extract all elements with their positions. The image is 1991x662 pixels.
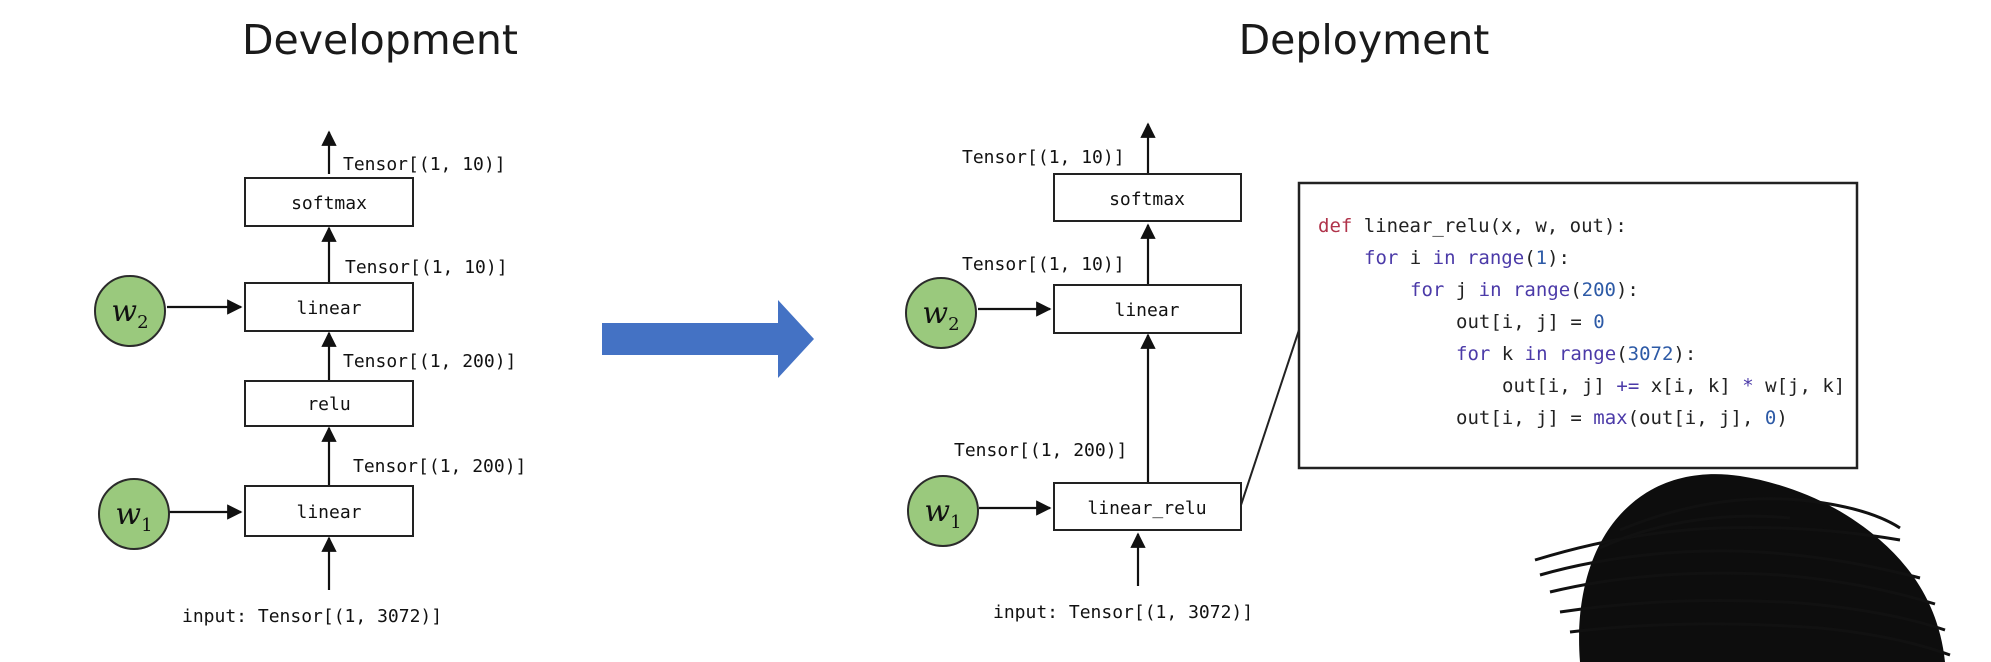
softmax-label: softmax [1109, 189, 1185, 210]
code-line-3: for j in range(200): [1410, 279, 1639, 301]
linear-label-bottom: linear [296, 502, 361, 523]
linear-node [1053, 284, 1242, 334]
input-label: input: Tensor[(1, 3072)] [993, 602, 1253, 623]
transform-arrow [602, 300, 814, 378]
w1-label: w1 [924, 494, 961, 533]
code-panel: def linear_relu(x, w, out): for i in ran… [1297, 181, 1859, 470]
w1-label: w1 [115, 497, 152, 536]
tensor-label-linear-in: Tensor[(1, 200)] [954, 440, 1127, 461]
linear-relu-label: linear_relu [1087, 498, 1206, 519]
w2-node [905, 277, 977, 349]
linear-label: linear [1114, 300, 1179, 321]
relu-node [244, 380, 414, 427]
development-graph: softmax linear relu linear w2 w1 Tensor[… [94, 130, 526, 627]
linear-relu-node [1053, 482, 1242, 531]
redacted-presenter-region [1534, 474, 1951, 662]
code-line-4: out[i, j] = 0 [1456, 311, 1605, 333]
tensor-label-softmax-in: Tensor[(1, 10)] [345, 257, 508, 278]
tensor-label-output: Tensor[(1, 10)] [343, 154, 506, 175]
tensor-label-output: Tensor[(1, 10)] [962, 147, 1125, 168]
linear-node-bottom [244, 485, 414, 537]
relu-label: relu [307, 394, 350, 415]
input-label: input: Tensor[(1, 3072)] [182, 606, 442, 627]
deployment-title: Deployment [1239, 16, 1490, 64]
softmax-node [1053, 173, 1242, 222]
deployment-graph: softmax linear linear_relu w2 w1 Tensor[… [905, 122, 1253, 623]
development-title: Development [242, 16, 518, 64]
code-line-5: for k in range(3072): [1456, 343, 1696, 365]
code-line-2: for i in range(1): [1364, 247, 1570, 269]
tensor-label-relu-in: Tensor[(1, 200)] [353, 456, 526, 477]
code-line-6: out[i, j] += x[i, k] * w[j, k] [1502, 375, 1845, 397]
linear-node-top [244, 282, 414, 332]
softmax-node [244, 177, 414, 227]
tensor-label-linear2-in: Tensor[(1, 200)] [343, 351, 516, 372]
softmax-label: softmax [291, 193, 367, 214]
code-box [1297, 181, 1859, 470]
code-connector-line [1240, 329, 1300, 506]
code-line-7: out[i, j] = max(out[i, j], 0) [1456, 407, 1788, 429]
w2-label: w2 [922, 296, 959, 335]
w1-node [98, 478, 170, 550]
linear-label-top: linear [296, 298, 361, 319]
tensor-label-softmax-in: Tensor[(1, 10)] [962, 254, 1125, 275]
w1-node [907, 475, 979, 547]
code-line-1: def linear_relu(x, w, out): [1318, 215, 1627, 237]
w2-label: w2 [111, 294, 148, 333]
w2-node [94, 275, 166, 347]
